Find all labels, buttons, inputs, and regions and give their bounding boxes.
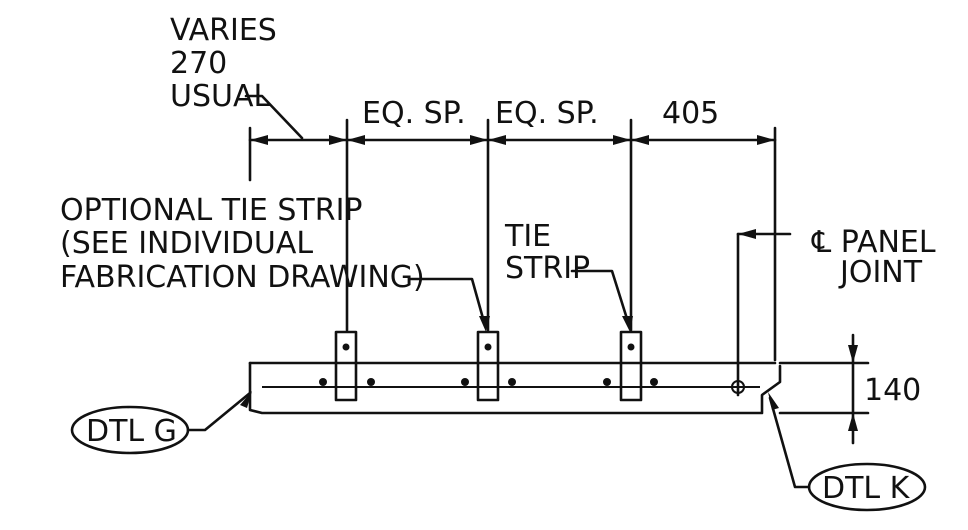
dim-140: 140 — [864, 373, 921, 408]
rebar-dot — [461, 378, 469, 386]
dtl-g-callout — [70, 391, 252, 455]
precast-panel — [248, 361, 782, 415]
optional-tie-strip-line1: OPTIONAL TIE STRIP — [60, 193, 363, 228]
panel-joint-line2: JOINT — [838, 255, 923, 290]
dim-eq-sp-1: EQ. SP. — [362, 96, 466, 131]
tie-strip-3 — [619, 330, 643, 402]
panel-joint-symbol — [731, 380, 745, 394]
optional-tie-strip-leader — [408, 277, 486, 324]
tie-strip-line2: STRIP — [505, 251, 590, 286]
tie-strip-1 — [334, 330, 358, 402]
dtl-k-callout — [768, 392, 927, 512]
rebar-dot — [650, 378, 658, 386]
panel-joint-line1: ℄ PANEL — [811, 225, 936, 260]
top-dimension-string — [248, 118, 777, 362]
optional-tie-strip-line2: (SEE INDIVIDUAL — [60, 226, 313, 261]
dtl-k-label: DTL K — [822, 471, 911, 506]
rebar-dot — [367, 378, 375, 386]
dim-405: 405 — [662, 96, 719, 131]
varies-label-line1: VARIES — [170, 13, 277, 48]
dim-eq-sp-2: EQ. SP. — [495, 96, 599, 131]
dtl-g-label: DTL G — [86, 414, 177, 449]
tie-strip-line1: TIE — [504, 219, 551, 254]
thickness-dimension — [778, 333, 870, 445]
optional-tie-strip-line3: FABRICATION DRAWING) — [60, 260, 425, 295]
varies-label-line2: 270 — [170, 46, 227, 81]
rebar-dot — [508, 378, 516, 386]
varies-leader — [244, 94, 304, 140]
rebar-dot — [603, 378, 611, 386]
tie-strip-leader — [570, 269, 630, 324]
tie-strip-2 — [476, 330, 500, 402]
rebar-dot — [319, 378, 327, 386]
